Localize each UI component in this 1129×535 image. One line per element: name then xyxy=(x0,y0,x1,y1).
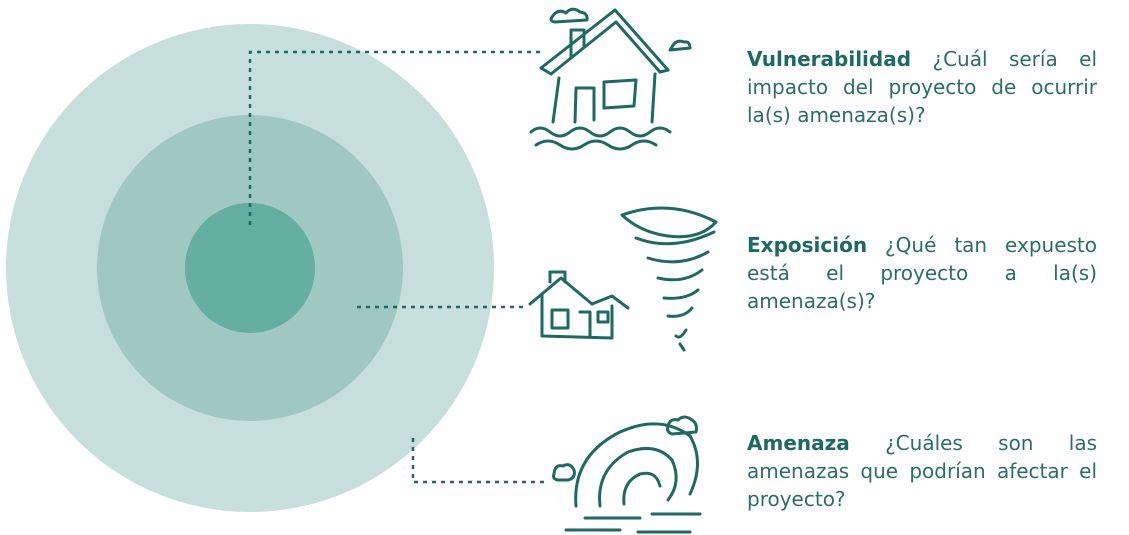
exposure-term: Exposición xyxy=(747,233,868,257)
hazard-description: Amenaza ¿Cuáles son las amenazas que pod… xyxy=(747,429,1097,513)
inner-circle-vulnerability xyxy=(185,203,315,333)
hazard-term: Amenaza xyxy=(747,431,850,455)
connector-hazard xyxy=(411,438,548,484)
connector-vulnerability xyxy=(248,50,540,225)
exposure-question: ¿Qué tan expuesto está el proyecto a la(… xyxy=(747,233,1097,313)
ocean-wave-icon xyxy=(552,415,702,534)
flooded-house-icon xyxy=(529,7,692,151)
exposure-description: Exposición ¿Qué tan expuesto está el pro… xyxy=(747,231,1097,315)
vulnerability-question: ¿Cuál sería el impacto del proyecto de o… xyxy=(747,47,1097,127)
vulnerability-term: Vulnerabilidad xyxy=(747,47,912,71)
hazard-question: ¿Cuáles son las amenazas que podrían afe… xyxy=(747,431,1097,511)
house-tornado-icon xyxy=(528,206,718,352)
vulnerability-description: Vulnerabilidad ¿Cuál sería el impacto de… xyxy=(747,45,1097,129)
